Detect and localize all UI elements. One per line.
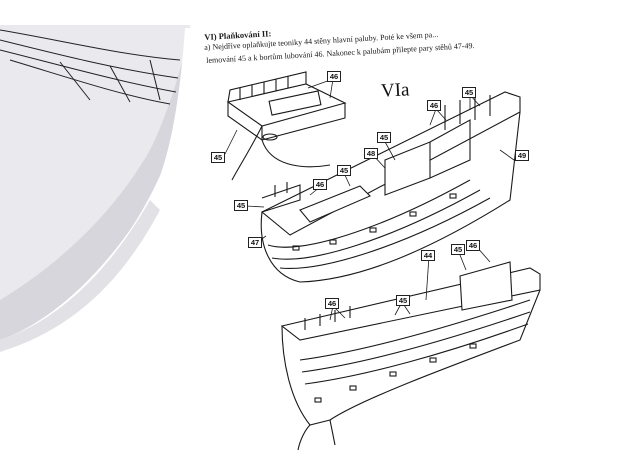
callout-tag: 46 <box>466 240 480 251</box>
left-page-shadow <box>0 40 200 340</box>
callout-tag: 49 <box>515 150 529 161</box>
callout-tag: 45 <box>377 132 391 143</box>
ship-stage-1-drawing <box>260 91 521 283</box>
callout-tag: 45 <box>337 165 351 176</box>
main-page-edge <box>0 24 634 476</box>
callout-tag: 45 <box>462 87 476 98</box>
callout-tag: 46 <box>313 179 327 190</box>
left-page-hull-drawing <box>0 29 181 105</box>
figure-label: VIa <box>380 79 410 102</box>
page-crease-shadow <box>0 200 160 352</box>
callout-tag: 45 <box>396 295 410 306</box>
left-page <box>0 25 193 300</box>
callout-tag: 46 <box>427 100 441 111</box>
callout-tag: 45 <box>234 200 248 211</box>
callout-tag: 44 <box>421 250 435 261</box>
callout-tag: 45 <box>211 152 225 163</box>
detail-bow-drawing <box>226 71 347 181</box>
callout-tag: 46 <box>325 298 339 309</box>
callout-tag: 46 <box>327 71 341 82</box>
callout-tag: 48 <box>364 148 378 159</box>
callout-tag: 47 <box>248 237 262 248</box>
ship-stage-2-drawing <box>280 261 541 451</box>
callout-tag: 45 <box>451 244 465 255</box>
